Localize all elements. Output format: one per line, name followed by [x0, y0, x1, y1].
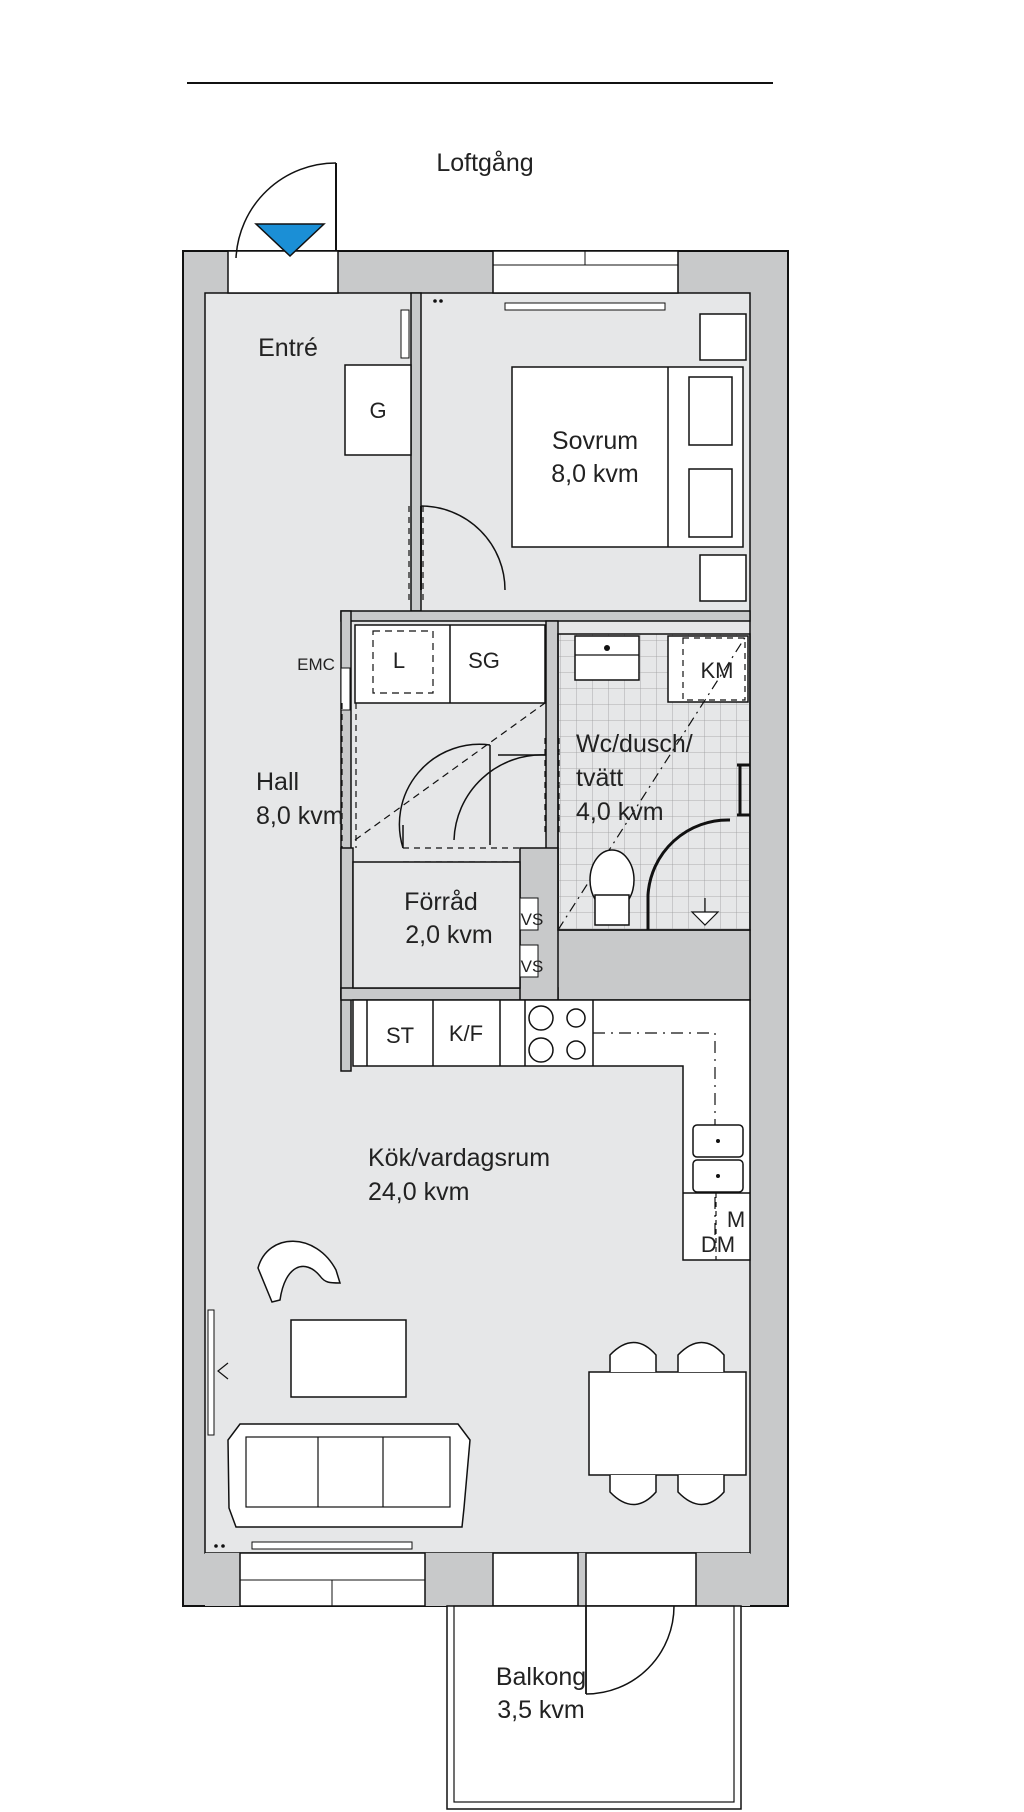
- room-hall-name: Hall: [256, 768, 299, 796]
- stove-burner: [566, 1008, 586, 1028]
- wall-sovrum-bottom: [340, 610, 751, 622]
- window-bottom-left-sill: [251, 1541, 413, 1550]
- corner-dot: [439, 299, 443, 303]
- stove-st-label: ST: [386, 1023, 414, 1048]
- dining-table: [588, 1371, 747, 1476]
- coffee-table: [290, 1319, 407, 1398]
- wall-hall-left: [340, 610, 352, 1072]
- water-meter-vs1: [519, 897, 539, 931]
- room-wc-name: Wc/dusch/: [576, 730, 693, 758]
- closet-l-label: L: [393, 648, 405, 673]
- stove-burner: [566, 1040, 586, 1060]
- wall-entre-sovrum: [410, 292, 422, 612]
- washer-km-label: KM: [701, 658, 734, 683]
- stove-burner: [528, 1005, 554, 1031]
- wardrobe-g-label: G: [369, 398, 386, 423]
- balcony-door-opening: [585, 1552, 697, 1607]
- wc-washer: [667, 635, 749, 703]
- shower-curve: [646, 818, 731, 930]
- storage-door-arc: [398, 743, 491, 849]
- pillow-bottom: [688, 468, 733, 538]
- balcony-door-arc: [585, 1605, 675, 1695]
- balcony-rail: [453, 1605, 735, 1803]
- room-sovrum-area: 8,0 kvm: [551, 460, 639, 488]
- entrance-door-opening: [227, 250, 339, 294]
- wc-door-arc: [453, 754, 547, 841]
- room-entre-name: Entré: [258, 334, 318, 362]
- sink-drain: [716, 1139, 720, 1143]
- bedroom-window-sill: [504, 302, 666, 311]
- kitchen-counter: [352, 999, 751, 1261]
- wardrobe-g: [344, 364, 412, 456]
- room-kok-name: Kök/vardagsrum: [368, 1144, 550, 1172]
- water-meter-vs2: [519, 944, 539, 978]
- vs-label-2: VS: [521, 957, 544, 976]
- wc-sink: [574, 635, 640, 681]
- room-forrad-area: 2,0 kvm: [405, 921, 493, 949]
- room-balkong-name: Balkong: [496, 1663, 586, 1691]
- entre-shelf: [400, 309, 410, 359]
- dining-chair: [609, 1475, 657, 1506]
- corner-dot: [433, 299, 437, 303]
- dining-chair: [609, 1341, 657, 1372]
- room-wc-area: 4,0 kvm: [576, 798, 664, 826]
- room-balkong-area: 3,5 kvm: [497, 1696, 585, 1724]
- wc-sink-tap: [604, 645, 610, 651]
- nightstand-top: [699, 313, 747, 361]
- wall-forrad-left: [340, 847, 354, 999]
- balcony-outline: [446, 1605, 742, 1810]
- window-bottom-mid: [492, 1552, 579, 1607]
- wc-washer-inner: [682, 637, 746, 701]
- corner-dot: [214, 1544, 218, 1548]
- emc-label: EMC: [297, 655, 335, 674]
- microwave-m-label: M: [727, 1207, 745, 1232]
- entrance-door-arc: [235, 162, 337, 259]
- closet-sg-label: SG: [468, 648, 500, 673]
- hall-diagonal: [354, 702, 546, 841]
- dining-chair: [677, 1341, 725, 1372]
- sink-drain: [716, 1174, 720, 1178]
- storage-room: [352, 861, 521, 989]
- wc-toilet-tank: [594, 894, 630, 926]
- floor-drain-icon: [690, 898, 720, 926]
- nightstand-bottom: [699, 554, 747, 602]
- wall-wc-bottom: [545, 929, 751, 1001]
- room-wc-name2: tvätt: [576, 764, 623, 792]
- armchair: [257, 1240, 342, 1303]
- entrance-marker-icon: [254, 223, 326, 258]
- pillow-top: [688, 376, 733, 446]
- wall-radiator: [207, 1309, 215, 1436]
- shower-rail: [737, 763, 750, 817]
- emc-panel: [340, 667, 351, 711]
- room-kok-area: 24,0 kvm: [368, 1178, 469, 1206]
- stove-burner: [528, 1037, 554, 1063]
- closet-l-box: [372, 630, 434, 694]
- corner-dot: [221, 1544, 225, 1548]
- vs-label-1: VS: [521, 910, 544, 929]
- bedroom-door-arc: [420, 505, 506, 591]
- corridor-label: Loftgång: [436, 149, 533, 177]
- dining-chair: [677, 1475, 725, 1506]
- sofa-seat: [245, 1436, 451, 1508]
- room-sovrum-name: Sovrum: [552, 427, 638, 455]
- room-hall-area: 8,0 kvm: [256, 802, 344, 830]
- room-forrad-name: Förråd: [404, 888, 478, 916]
- dishwasher-dm-label: DM: [701, 1232, 735, 1257]
- fridge-kf-label: K/F: [449, 1021, 483, 1046]
- radiator-valve-icon: [217, 1362, 229, 1380]
- wc-diagonal: [557, 635, 747, 931]
